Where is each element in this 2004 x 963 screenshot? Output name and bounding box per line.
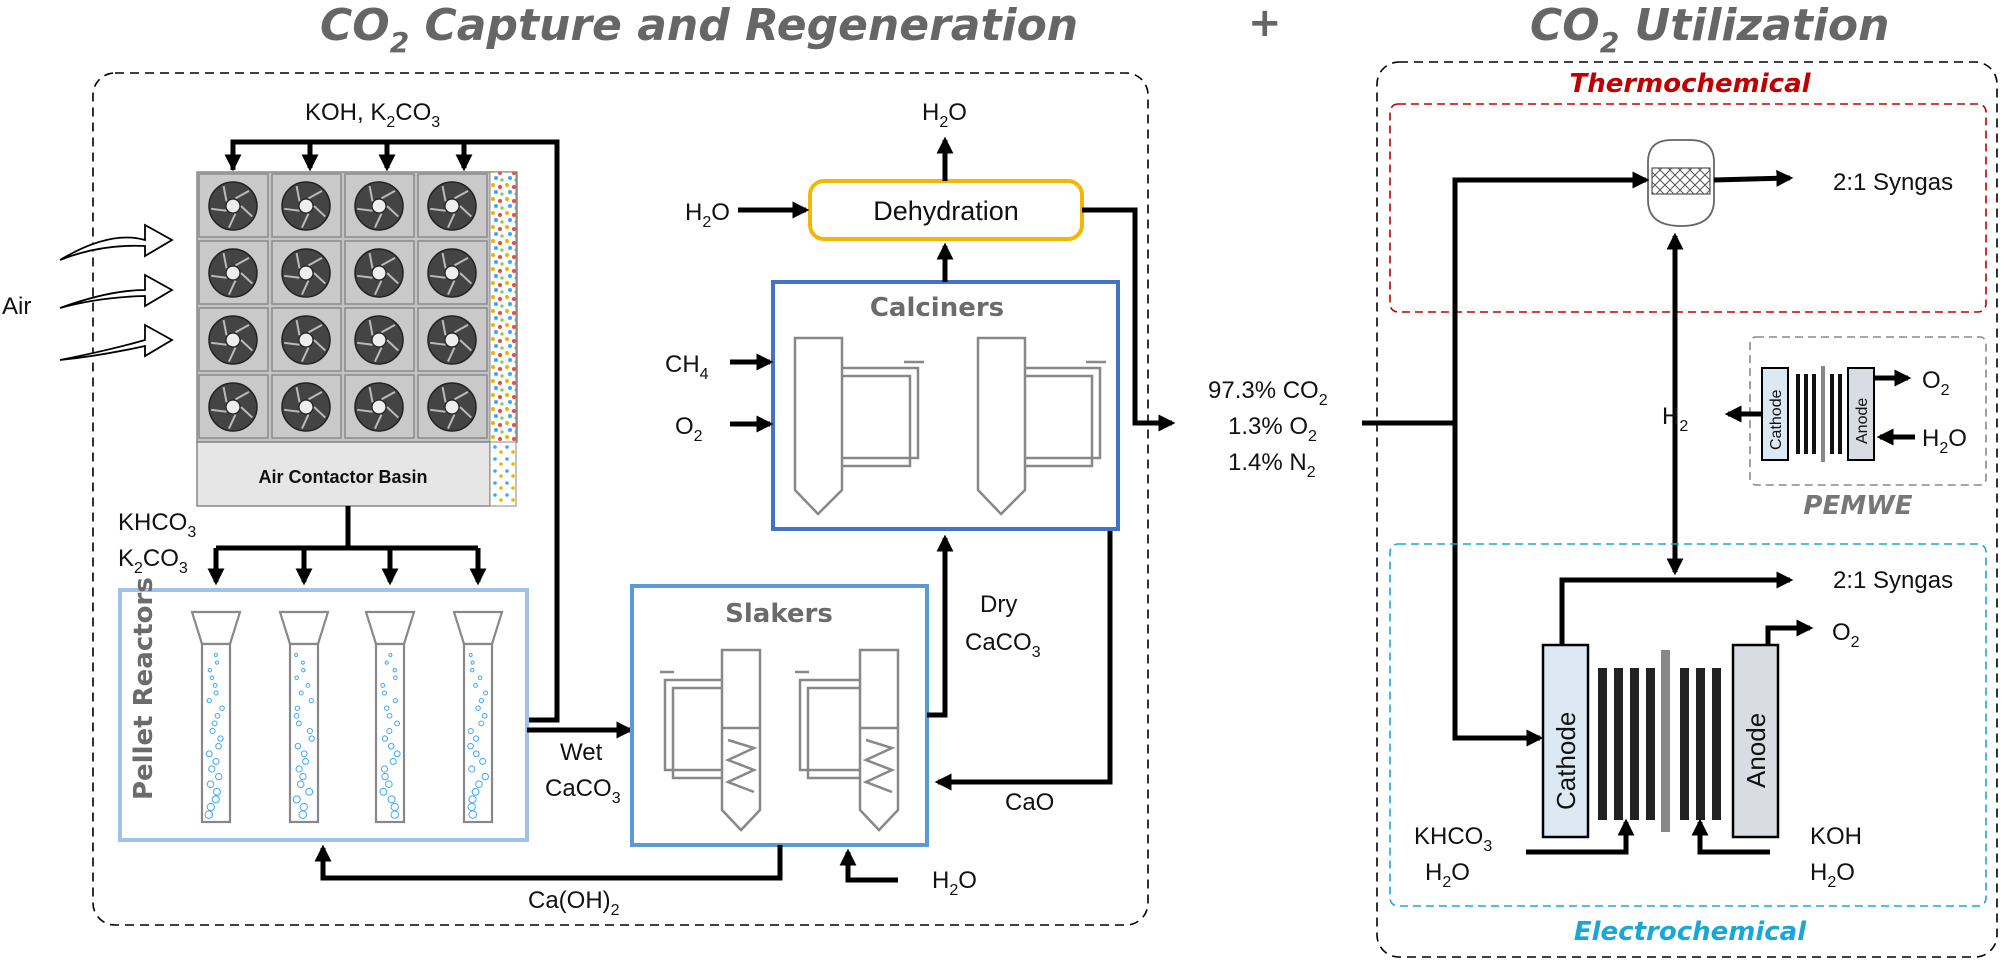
pemwe-box (1749, 336, 1987, 486)
pellet-tube (364, 610, 416, 824)
thermo-syngas-label: 2:1 Syngas (1833, 169, 1953, 196)
pellet-tube (278, 610, 330, 824)
khco3-label: KHCO3 (118, 509, 196, 541)
pemwe-h2o-label: H2O (1922, 425, 1967, 457)
plus-sign: + (1248, 0, 1282, 46)
calciners-title: Calciners (870, 293, 1004, 323)
pemwe-label: PEMWE (1803, 491, 1912, 521)
pemwe-stack (1761, 366, 1875, 462)
fan-icon (271, 240, 342, 305)
slaker-vessel-2 (795, 648, 900, 832)
electrolyzer-stack (1541, 643, 1780, 839)
electrochemical-label: Electrochemical (1574, 917, 1807, 947)
ch4-label: CH4 (665, 351, 709, 383)
caoh2-label: Ca(OH)2 (528, 887, 620, 919)
slakers-title: Slakers (725, 599, 833, 629)
slakers-box (630, 584, 929, 847)
calciner-o2-label: O2 (675, 413, 703, 445)
fan-icon (198, 374, 269, 439)
thermochemical-label: Thermochemical (1569, 69, 1811, 99)
slakers-h2o-label: H2O (932, 867, 977, 899)
utilization-section-border (1376, 61, 1998, 958)
pemwe-cathode-label: Cathode (1768, 389, 1785, 450)
wet-label: Wet (560, 739, 603, 766)
basin-label: Air Contactor Basin (258, 467, 427, 487)
electro-h2o-right-label: H2O (1810, 859, 1855, 891)
fan-icon (417, 374, 488, 439)
co2-product-line (1082, 207, 1176, 432)
dehydration-h2o-in-label: H2O (685, 199, 730, 231)
electro-anode-label: Anode (1741, 713, 1771, 788)
fan-icon (271, 307, 342, 372)
pemwe-o2-label: O2 (1922, 367, 1950, 399)
fan-icon (271, 374, 342, 439)
thermochemical-reactor (1647, 139, 1715, 227)
fan-icon (198, 240, 269, 305)
fan-icon (344, 173, 415, 238)
fan-icon (198, 173, 269, 238)
wet-caco3-label: CaCO3 (545, 775, 621, 807)
dry-caco3-line (927, 534, 954, 718)
utilization-header: CO2 Utilization (1530, 0, 1889, 59)
pellet-tubes (190, 610, 504, 824)
thermochemical-box (1389, 103, 1987, 313)
cao-line (934, 528, 1113, 791)
pemwe-anode-label: Anode (1854, 398, 1871, 444)
h2-label: H2 (1662, 403, 1688, 435)
fan-icon (344, 374, 415, 439)
pellet-tube (452, 610, 504, 824)
fan-icon (271, 173, 342, 238)
koh-k2co3-label: KOH, K2CO3 (305, 99, 440, 131)
electro-cathode-label: Cathode (1551, 712, 1581, 810)
air-contactor-basin (196, 441, 491, 507)
koh-in-label: KOH (1810, 823, 1862, 850)
fan-grid (198, 173, 488, 439)
electro-syngas-label: 2:1 Syngas (1833, 567, 1953, 594)
capture-header: CO2 Capture and Regeneration (320, 0, 1078, 59)
k2co3-label: K2CO3 (118, 545, 188, 577)
dehydration-title: Dehydration (873, 196, 1019, 226)
pellet-reactors-title: Pellet Reactors (129, 577, 159, 800)
caoh2-line (314, 844, 783, 881)
fan-icon (198, 307, 269, 372)
calciners-box (771, 280, 1120, 531)
dehydration-h2o-out-label: H2O (922, 99, 967, 131)
product-o2: 1.3% O2 (1228, 413, 1317, 445)
fan-icon (344, 240, 415, 305)
calciner-vessel-1 (793, 336, 924, 516)
fan-icon (417, 240, 488, 305)
fan-icon (417, 307, 488, 372)
electro-h2o-left-label: H2O (1425, 859, 1470, 891)
fan-icon (344, 307, 415, 372)
slaker-vessel-1 (660, 648, 762, 832)
fan-icon (417, 173, 488, 238)
air-label: Air (2, 293, 31, 320)
dry-label: Dry (980, 591, 1017, 618)
air-contactor: Air Contactor Basin (196, 171, 518, 507)
product-co2: 97.3% CO2 (1208, 377, 1328, 409)
pellet-reactors-box (118, 588, 529, 842)
product-n2: 1.4% N2 (1228, 449, 1316, 481)
electro-o2-label: O2 (1832, 619, 1860, 651)
khco3-in-label: KHCO3 (1414, 823, 1492, 855)
dry-caco3-label: CaCO3 (965, 629, 1041, 661)
pellet-tube (190, 610, 242, 824)
calciner-vessel-2 (976, 336, 1106, 516)
air-inlet-arrows (59, 223, 174, 361)
electrochemical-box (1389, 543, 1987, 907)
capture-section-border (92, 72, 1149, 926)
cao-label: CaO (1005, 789, 1054, 816)
